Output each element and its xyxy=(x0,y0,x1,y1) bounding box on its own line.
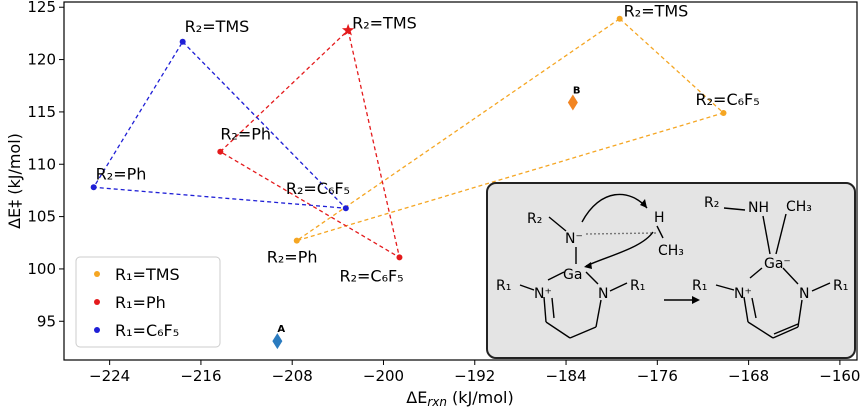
x-tick-label: −184 xyxy=(545,367,586,385)
x-tick-label: −160 xyxy=(819,367,860,385)
inset-right-n-plus: N⁺ xyxy=(734,286,752,302)
inset-left-n-minus: N⁻ xyxy=(565,231,583,247)
y-tick-label: 105 xyxy=(27,208,56,226)
point-r-c-f--0 xyxy=(179,38,186,45)
inset-left-h: H xyxy=(654,210,665,226)
legend-marker-r1-tms xyxy=(94,271,100,277)
series-line-r-c-f- xyxy=(92,41,348,210)
inset-right-ch3: CH₃ xyxy=(786,199,812,215)
legend-marker-r1-c6f5 xyxy=(94,327,100,333)
marker-b xyxy=(567,94,578,111)
point-label-r-ph-2: R₂=Ph xyxy=(220,125,271,144)
point-r-ph-0 xyxy=(341,23,355,36)
inset-right-r2: R₂ xyxy=(704,195,719,211)
x-tick-label: −216 xyxy=(180,367,221,385)
series-line-r-ph xyxy=(219,29,401,259)
left-molecule-bonds xyxy=(519,193,664,339)
inset-right-n: N xyxy=(799,286,809,302)
x-tick-label: −168 xyxy=(728,367,769,385)
x-axis-label-main: ΔE xyxy=(406,388,427,407)
marker-label-a: A xyxy=(277,324,285,335)
y-tick-label: 120 xyxy=(27,51,56,69)
series-lines xyxy=(92,18,725,259)
y-tick-label: 110 xyxy=(27,155,56,173)
point-r-tms-0 xyxy=(616,15,623,22)
inset-right-r1-a: R₁ xyxy=(692,278,707,294)
legend-box xyxy=(75,256,221,348)
right-molecule-bonds xyxy=(715,207,831,339)
inset-left-r1-a: R₁ xyxy=(496,278,511,294)
x-tick-label: −224 xyxy=(89,367,130,385)
left-molecule-arrowheads xyxy=(584,199,647,269)
inset-left-ch3: CH₃ xyxy=(658,243,684,259)
x-tick-label: −192 xyxy=(454,367,495,385)
series-line-r-tms xyxy=(296,18,725,242)
inset-left-r2: R₂ xyxy=(527,211,542,227)
x-axis-label: ΔErxn (kJ/mol) xyxy=(406,388,513,409)
legend-label-r1-tms: R₁=TMS xyxy=(115,265,180,284)
point-label-r-c-f--0: R₂=TMS xyxy=(185,17,250,36)
y-tick-label: 115 xyxy=(27,103,56,121)
point-r-c-f--2 xyxy=(90,184,97,191)
point-labels: R₂=TMS R₂=C₆F₅ R₂=Ph R₂=TMS R₂=C₆F₅ R₂=Ph R₂=T… xyxy=(96,2,760,335)
point-label-r-c-f--1: R₂=C₆F₅ xyxy=(286,179,350,198)
inset-left-r1-b: R₁ xyxy=(630,278,645,294)
marker-label-b: B xyxy=(573,85,581,96)
point-r-c-f--1 xyxy=(342,205,349,212)
plot-frame xyxy=(63,1,858,361)
inset-right-nh: NH xyxy=(748,200,769,216)
point-label-r-c-f--2: R₂=Ph xyxy=(96,164,147,183)
y-tick-label: 100 xyxy=(27,260,56,278)
point-label-r-ph-0: R₂=TMS xyxy=(352,13,417,32)
y-tick-label: 125 xyxy=(27,0,56,16)
reaction-arrow xyxy=(664,296,700,304)
point-r-tms-2 xyxy=(293,237,300,244)
legend: R₁=TMS R₁=Ph R₁=C₆F₅ xyxy=(75,256,221,348)
point-label-r-tms-1: R₂=C₆F₅ xyxy=(696,90,760,109)
data-points xyxy=(90,15,727,350)
point-r-ph-1 xyxy=(396,254,403,261)
point-r-tms-1 xyxy=(720,109,727,116)
inset-left-n-plus: N⁺ xyxy=(534,286,552,302)
point-label-r-tms-0: R₂=TMS xyxy=(624,2,689,21)
x-tick-label: −200 xyxy=(363,367,404,385)
point-label-r-tms-2: R₂=Ph xyxy=(267,248,318,267)
marker-a xyxy=(272,333,283,350)
inset-left-n: N xyxy=(598,286,608,302)
inset-left-ga: Ga xyxy=(563,267,582,283)
legend-label-r1-c6f5: R₁=C₆F₅ xyxy=(115,321,179,340)
inset-right-ga-minus: Ga⁻ xyxy=(764,256,791,272)
legend-label-r1-ph: R₁=Ph xyxy=(115,293,166,312)
x-axis-label-subscript: rxn xyxy=(427,395,447,409)
y-tick-label: 95 xyxy=(37,312,56,330)
point-label-r-ph-1: R₂=C₆F₅ xyxy=(339,266,403,285)
x-tick-label: −176 xyxy=(637,367,678,385)
inset-right-r1-b: R₁ xyxy=(833,278,848,294)
legend-marker-r1-ph xyxy=(94,299,100,305)
y-axis-label: ΔE‡ (kJ/mol) xyxy=(5,133,24,229)
point-r-ph-2 xyxy=(217,148,224,155)
inset-box xyxy=(486,182,856,359)
x-axis-label-unit: (kJ/mol) xyxy=(447,388,514,407)
x-tick-label: −208 xyxy=(272,367,313,385)
reaction-scheme-inset: R₂ N⁻ H CH₃ Ga R₁ N⁺ N R₁ xyxy=(486,182,856,359)
axis-ticks: −224 −216 −208 −200 −192 −184 −176 −168 −160 95 10… xyxy=(27,0,860,385)
